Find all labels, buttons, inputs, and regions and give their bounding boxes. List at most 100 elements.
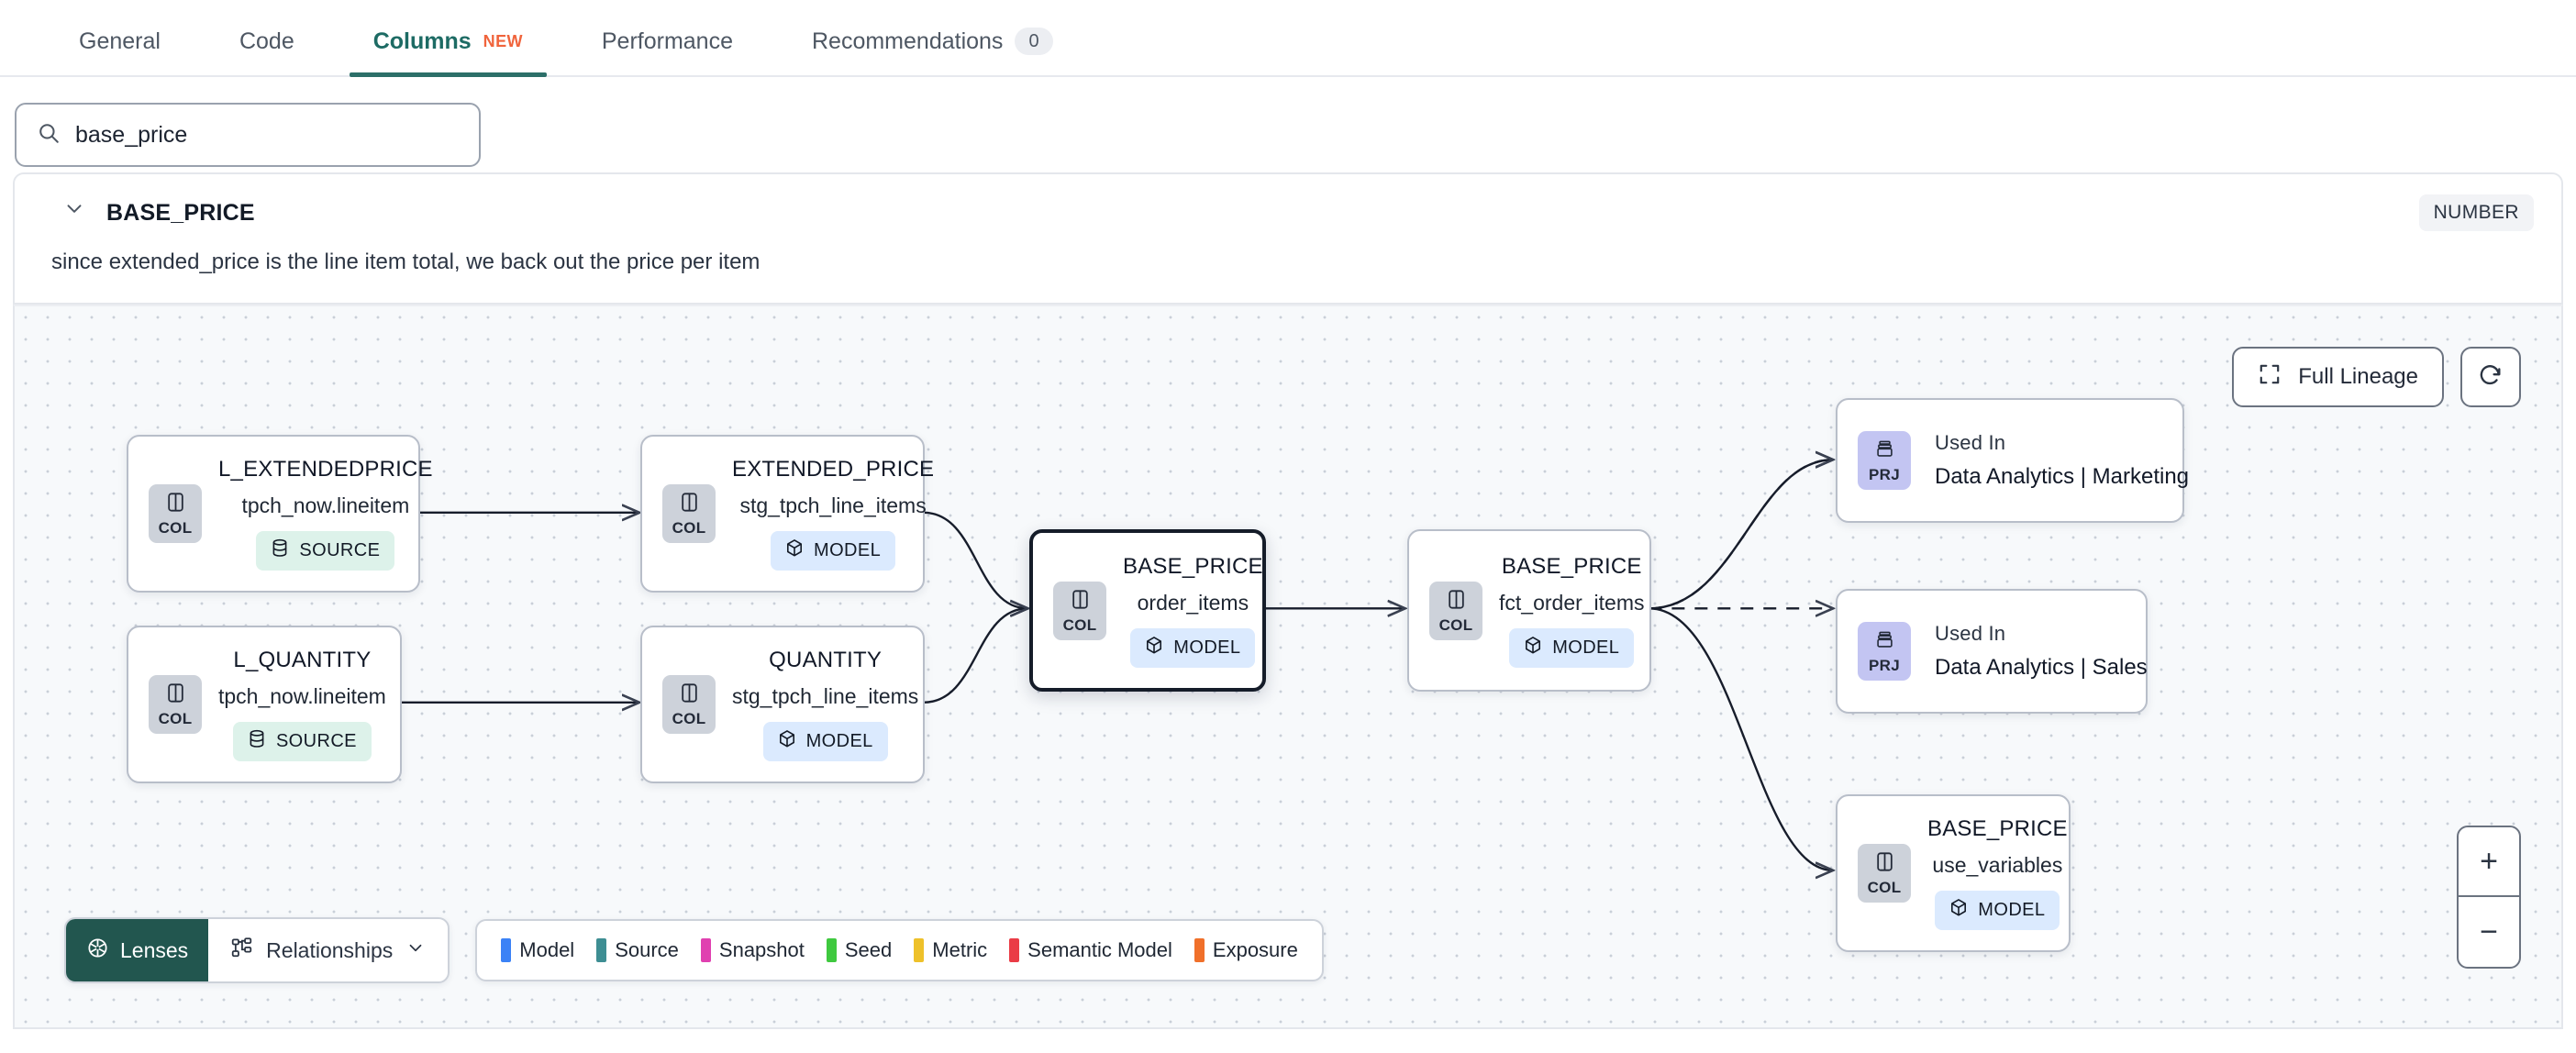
lineage-node-quantity[interactable]: COL QUANTITY stg_tpch_line_items MODEL [640, 626, 925, 783]
tab-code[interactable]: Code [216, 28, 318, 75]
prj-badge-label: PRJ [1869, 656, 1900, 674]
col-badge-label: COL [1867, 879, 1902, 896]
legend-swatch [1009, 938, 1020, 962]
node-kind-badge: SOURCE [232, 722, 372, 761]
node-body: L_QUANTITY tpch_now.lineitem SOURCE [202, 648, 403, 761]
legend-label: Semantic Model [1027, 938, 1172, 961]
node-kind-badge: MODEL [1130, 627, 1256, 668]
node-kind-badge: SOURCE [256, 531, 395, 571]
legend-label: Model [519, 938, 575, 961]
legend-item-model: Model [501, 938, 574, 962]
col-badge: COL [662, 484, 716, 543]
legend-item-snapshot: Snapshot [700, 938, 805, 962]
col-badge-label: COL [1438, 615, 1473, 634]
lenses-button[interactable]: Lenses [66, 919, 209, 981]
tab-label: Recommendations [812, 28, 1004, 54]
recommendations-count-badge: 0 [1015, 28, 1053, 55]
column-icon [1875, 851, 1894, 877]
node-kind-label: MODEL [1173, 637, 1241, 658]
node-used-in-label: Used In [1935, 622, 2006, 645]
legend-swatch [826, 938, 837, 962]
lenses-group: Lenses Relationships [64, 917, 450, 983]
node-body: Used In Data Analytics | Marketing [1911, 431, 2205, 490]
legend-label: Snapshot [718, 938, 805, 961]
column-detail-card: BASE_PRICE NUMBER since extended_price i… [13, 172, 2563, 305]
relationships-icon [230, 937, 253, 965]
col-badge-label: COL [672, 519, 706, 537]
lenses-label: Lenses [120, 937, 189, 962]
lineage-node-extended-price[interactable]: COL EXTENDED_PRICE stg_tpch_line_items M… [640, 435, 934, 593]
col-badge: COL [1053, 581, 1106, 640]
node-subtitle: tpch_now.lineitem [218, 684, 386, 708]
col-badge: COL [1858, 844, 1911, 903]
lineage-node-prj-sales[interactable]: PRJ Used In Data Analytics | Sales [1836, 589, 2148, 714]
cube-icon [1949, 898, 1968, 923]
legend-label: Seed [844, 938, 893, 961]
relationships-button[interactable]: Relationships [208, 919, 448, 981]
zoom-in-button[interactable]: + [2459, 827, 2519, 897]
node-body: QUANTITY stg_tpch_line_items MODEL [716, 648, 935, 761]
search-input[interactable]: base_price [15, 103, 481, 167]
cube-icon [778, 729, 796, 754]
refresh-button[interactable] [2460, 347, 2521, 407]
node-kind-label: MODEL [805, 731, 873, 751]
col-badge-label: COL [1062, 615, 1097, 634]
node-subtitle: order_items [1137, 590, 1249, 615]
tab-bar: General Code Columns NEW Performance Rec… [0, 0, 2576, 77]
node-title: EXTENDED_PRICE [732, 457, 935, 482]
database-icon [271, 538, 289, 563]
search-row: base_price [0, 77, 2576, 167]
legend-swatch [596, 938, 607, 962]
lineage-node-base-price-order-items[interactable]: COL BASE_PRICE order_items MODEL [1029, 529, 1266, 692]
node-kind-badge: MODEL [771, 531, 896, 571]
node-title: L_EXTENDEDPRICE [218, 457, 433, 482]
legend-label: Exposure [1212, 938, 1298, 961]
column-icon [680, 682, 699, 708]
full-lineage-button[interactable]: Full Lineage [2232, 347, 2444, 407]
node-subtitle: stg_tpch_line_items [739, 493, 927, 517]
cube-icon [1145, 636, 1163, 660]
col-badge-label: COL [672, 710, 706, 727]
lineage-node-l-quantity[interactable]: COL L_QUANTITY tpch_now.lineitem SOURCE [127, 626, 402, 783]
tab-label: Performance [601, 28, 733, 54]
node-kind-label: SOURCE [299, 540, 381, 560]
database-icon [248, 729, 266, 754]
zoom-out-button[interactable]: − [2480, 914, 2498, 949]
legend-swatch [1194, 938, 1205, 962]
refresh-icon [2478, 362, 2504, 393]
column-type-badge: NUMBER [2418, 194, 2534, 231]
full-lineage-label: Full Lineage [2298, 364, 2418, 389]
lineage-node-base-price-use-variables[interactable]: COL BASE_PRICE use_variables MODEL [1836, 794, 2071, 952]
col-badge: COL [149, 675, 202, 734]
tab-recommendations[interactable]: Recommendations 0 [788, 28, 1077, 75]
col-badge-label: COL [158, 710, 193, 727]
lineage-node-l-extendedprice[interactable]: COL L_EXTENDEDPRICE tpch_now.lineitem SO… [127, 435, 433, 593]
legend-swatch [501, 938, 512, 962]
col-badge: COL [662, 675, 716, 734]
legend-swatch [914, 938, 925, 962]
lineage-node-prj-marketing[interactable]: PRJ Used In Data Analytics | Marketing [1836, 398, 2189, 523]
legend-item-metric: Metric [914, 938, 987, 962]
tab-label: General [79, 28, 161, 54]
legend-label: Metric [932, 938, 988, 961]
archive-icon [1875, 630, 1894, 655]
legend-label: Source [615, 938, 679, 961]
prj-badge-label: PRJ [1869, 465, 1900, 483]
col-badge: COL [149, 484, 202, 543]
node-subtitle: use_variables [1932, 853, 2063, 877]
aperture-icon [86, 937, 109, 965]
tab-general[interactable]: General [55, 28, 184, 75]
lineage-node-base-price-fct-order-items[interactable]: COL BASE_PRICE fct_order_items MODEL [1407, 529, 1651, 692]
node-kind-label: SOURCE [275, 731, 357, 751]
tab-label: Columns [372, 28, 472, 54]
lineage-edges [401, 306, 2561, 1027]
prj-badge: PRJ [1858, 622, 1911, 681]
chevron-down-icon[interactable] [62, 196, 86, 220]
cube-icon [1524, 636, 1542, 660]
node-body: BASE_PRICE order_items MODEL [1106, 554, 1280, 668]
tab-columns[interactable]: Columns NEW [349, 28, 548, 77]
legend-item-semantic-model: Semantic Model [1009, 938, 1172, 962]
lineage-canvas[interactable]: COL L_EXTENDEDPRICE tpch_now.lineitem SO… [13, 305, 2563, 1029]
tab-performance[interactable]: Performance [578, 28, 757, 75]
node-title: BASE_PRICE [1927, 816, 2068, 841]
